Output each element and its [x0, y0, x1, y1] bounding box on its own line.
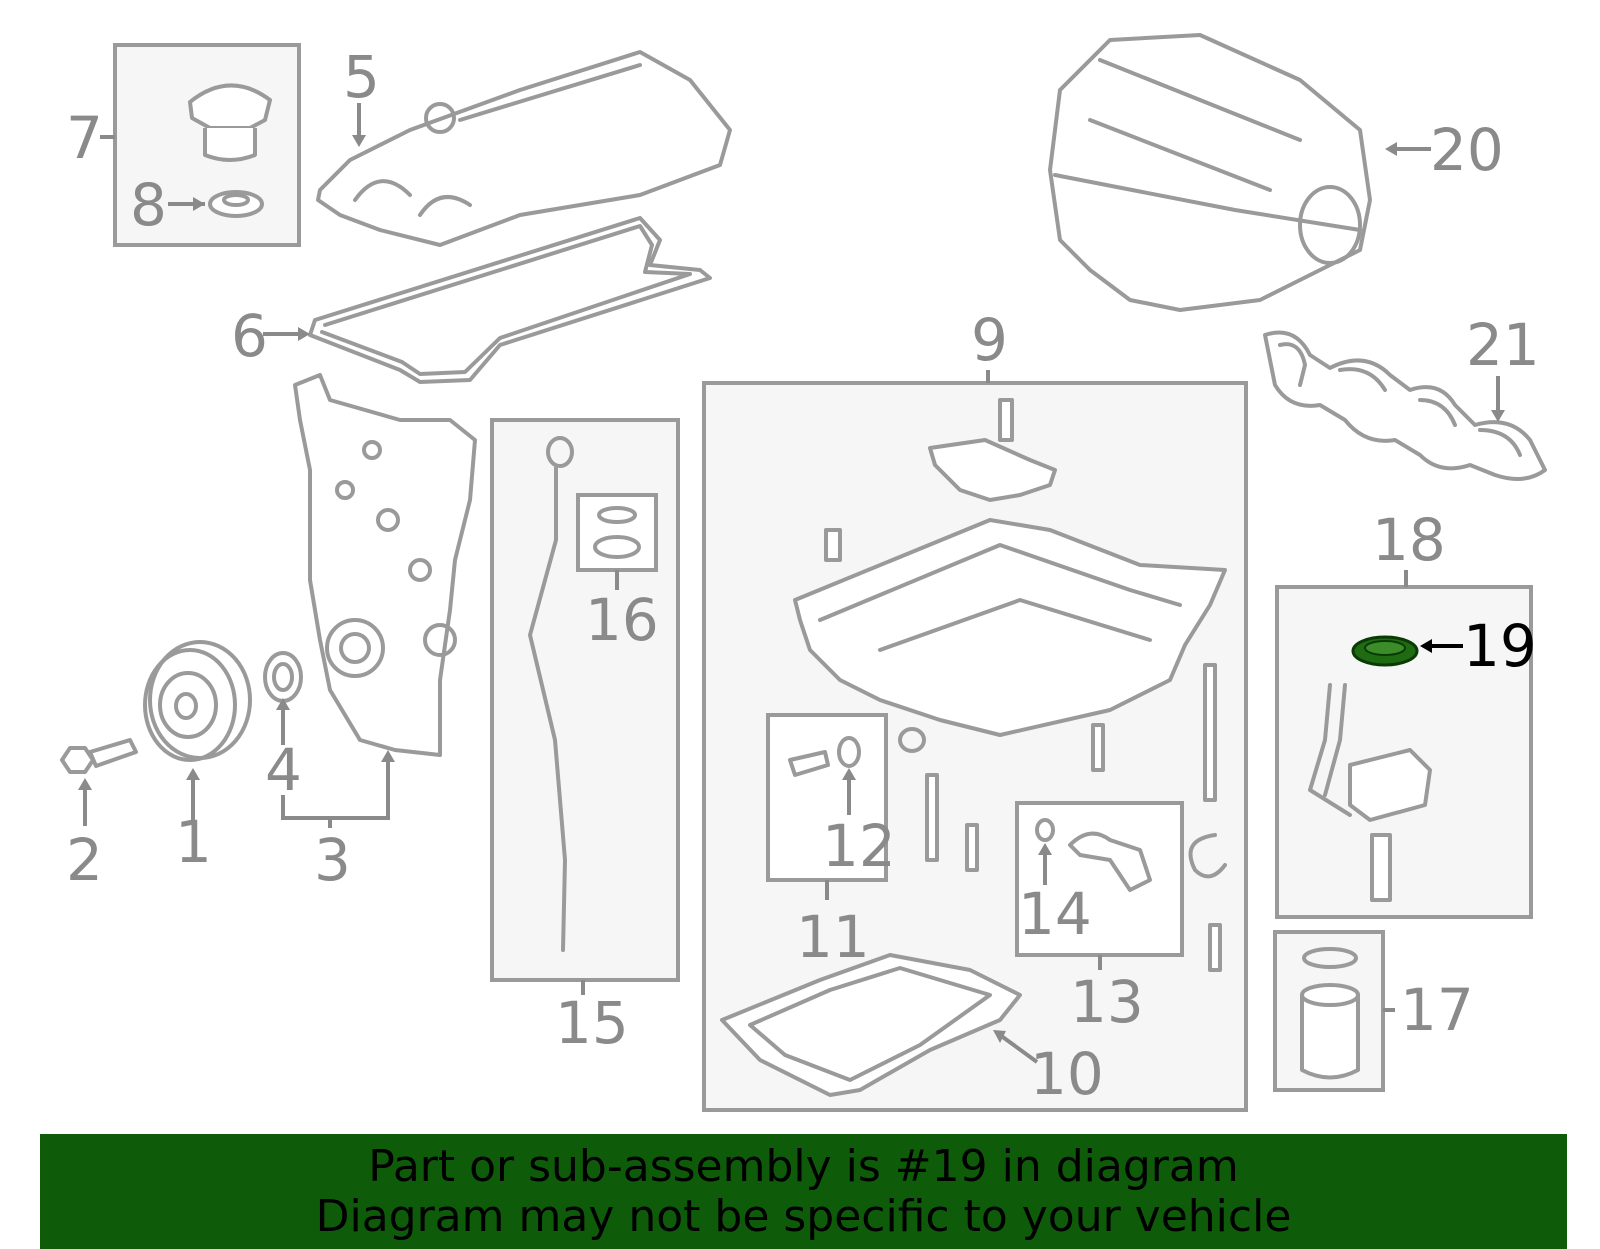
pulley-bolt-part: [60, 738, 138, 774]
callout-3: 3: [314, 826, 351, 894]
callout-4: 4: [265, 736, 302, 804]
intake-gasket-part: [1263, 330, 1547, 481]
callout-16: 16: [585, 586, 659, 654]
callout-1: 1: [175, 808, 212, 876]
callout-8: 8: [130, 171, 167, 239]
callout-labels: 7 8 5 6 2 1 4 3 9 16 15 12 11 14 13 10 2…: [66, 43, 1540, 1108]
oil-filler-cap-group: [113, 43, 301, 247]
oil-filter-group: [1273, 930, 1385, 1092]
callout-5: 5: [343, 43, 380, 111]
oil-cooler-group: [1275, 585, 1533, 919]
banner-line-part-number: Part or sub-assembly is #19 in diagram: [368, 1140, 1239, 1192]
valve-cover-gasket-part: [308, 216, 712, 384]
callout-2: 2: [66, 826, 103, 894]
callout-7: 7: [66, 104, 103, 172]
front-seal-part: [263, 651, 303, 703]
valve-cover-part: [316, 50, 732, 247]
callout-20: 20: [1430, 116, 1504, 184]
callout-9: 9: [971, 306, 1008, 374]
callout-21: 21: [1466, 311, 1540, 379]
callout-13: 13: [1070, 968, 1144, 1036]
callout-12: 12: [822, 812, 896, 880]
arrowheads: [78, 135, 1505, 1043]
info-banner: Part or sub-assembly is #19 in diagram D…: [40, 1134, 1567, 1249]
callout-10: 10: [1030, 1040, 1104, 1108]
banner-line-disclaimer: Diagram may not be specific to your vehi…: [315, 1190, 1292, 1242]
callout-18: 18: [1372, 506, 1446, 574]
intake-manifold-part: [1048, 33, 1372, 312]
callout-6: 6: [231, 302, 268, 370]
callout-15: 15: [555, 989, 629, 1057]
callout-11: 11: [796, 903, 870, 971]
leader-lines: [83, 103, 1500, 1064]
timing-cover-part: [293, 373, 477, 757]
crankshaft-pulley-part: [143, 640, 252, 762]
oil-pan-assembly-group: [702, 381, 1248, 1112]
callout-14: 14: [1018, 880, 1092, 948]
callout-17: 17: [1400, 976, 1474, 1044]
callout-19-highlighted: 19: [1463, 612, 1537, 680]
dipstick-group: [490, 418, 680, 982]
